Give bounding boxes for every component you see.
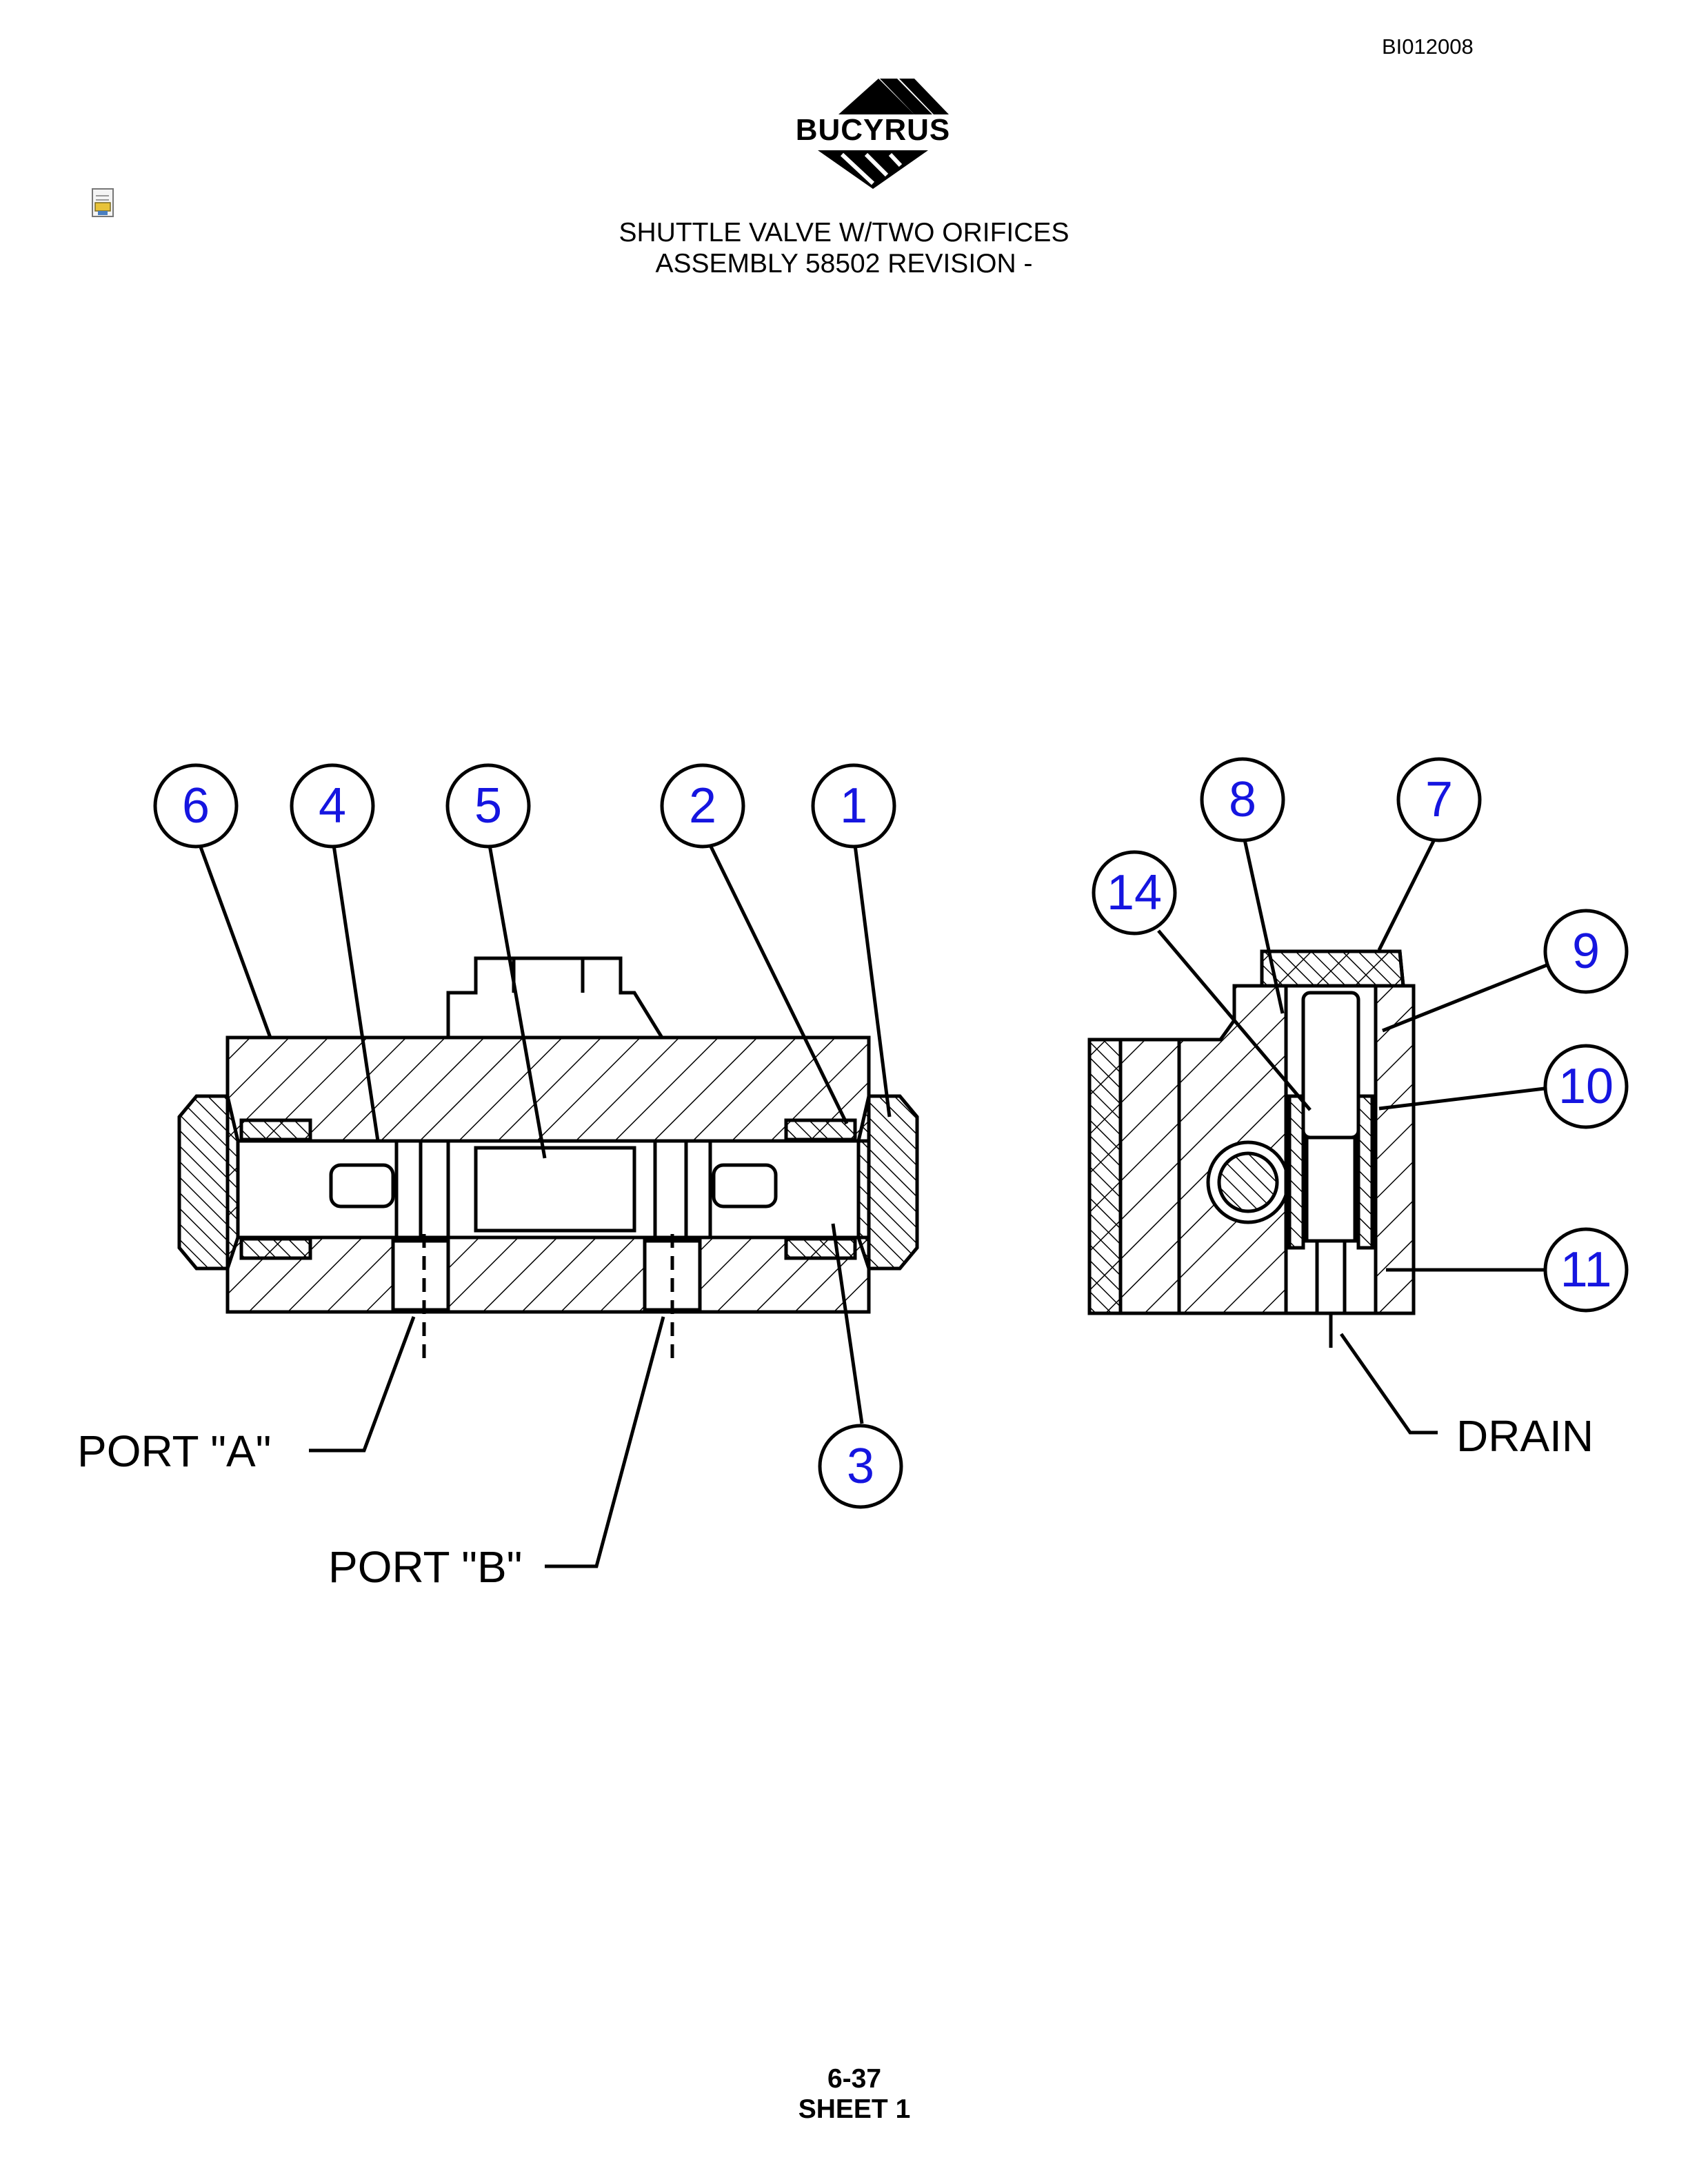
document-attachment-icon[interactable] — [90, 188, 117, 219]
svg-text:3: 3 — [847, 1439, 874, 1494]
sheet-number: SHEET 1 — [798, 2094, 911, 2124]
title-line-1: SHUTTLE VALVE W/TWO ORIFICES — [619, 218, 1069, 247]
bucyrus-logo: BUCYRUS — [776, 73, 969, 190]
document-code: BI012008 — [1382, 34, 1474, 59]
svg-text:9: 9 — [1572, 924, 1600, 979]
svg-text:14: 14 — [1107, 865, 1162, 920]
callout-1: 1 — [811, 763, 896, 849]
svg-text:4: 4 — [319, 778, 346, 833]
logo-mark-icon — [818, 79, 949, 189]
drain-label: DRAIN — [1456, 1411, 1594, 1461]
svg-text:10: 10 — [1558, 1059, 1614, 1114]
svg-text:2: 2 — [689, 778, 716, 833]
logo-wordmark: BUCYRUS — [795, 113, 951, 147]
callout-7: 7 — [1396, 757, 1482, 842]
callouts: 6 4 5 2 1 3 8 7 — [153, 757, 1629, 1509]
callout-11: 11 — [1543, 1227, 1629, 1313]
svg-text:6: 6 — [182, 778, 210, 833]
callout-5: 5 — [445, 763, 531, 849]
callout-6: 6 — [153, 763, 239, 849]
leader-lines-right — [1157, 838, 1551, 1435]
svg-text:11: 11 — [1560, 1242, 1612, 1297]
right-drain-section — [1087, 949, 1416, 1348]
callout-3: 3 — [818, 1424, 903, 1509]
svg-text:5: 5 — [474, 778, 502, 833]
svg-text:8: 8 — [1229, 772, 1256, 827]
svg-text:1: 1 — [840, 778, 867, 833]
leader-lines-left — [198, 844, 892, 1568]
title-line-2: ASSEMBLY 58502 REVISION - — [655, 249, 1033, 279]
callout-4: 4 — [290, 763, 375, 849]
page-number: 6-37 — [827, 2064, 882, 2094]
port-b-label: PORT "B" — [328, 1542, 522, 1592]
port-a-label: PORT "A" — [77, 1426, 271, 1476]
callout-14: 14 — [1092, 850, 1177, 936]
callout-10: 10 — [1543, 1044, 1629, 1129]
svg-text:7: 7 — [1425, 772, 1453, 827]
callout-9: 9 — [1543, 909, 1629, 994]
callout-8: 8 — [1200, 757, 1285, 842]
left-valve-section — [177, 956, 919, 1362]
callout-2: 2 — [660, 763, 745, 849]
